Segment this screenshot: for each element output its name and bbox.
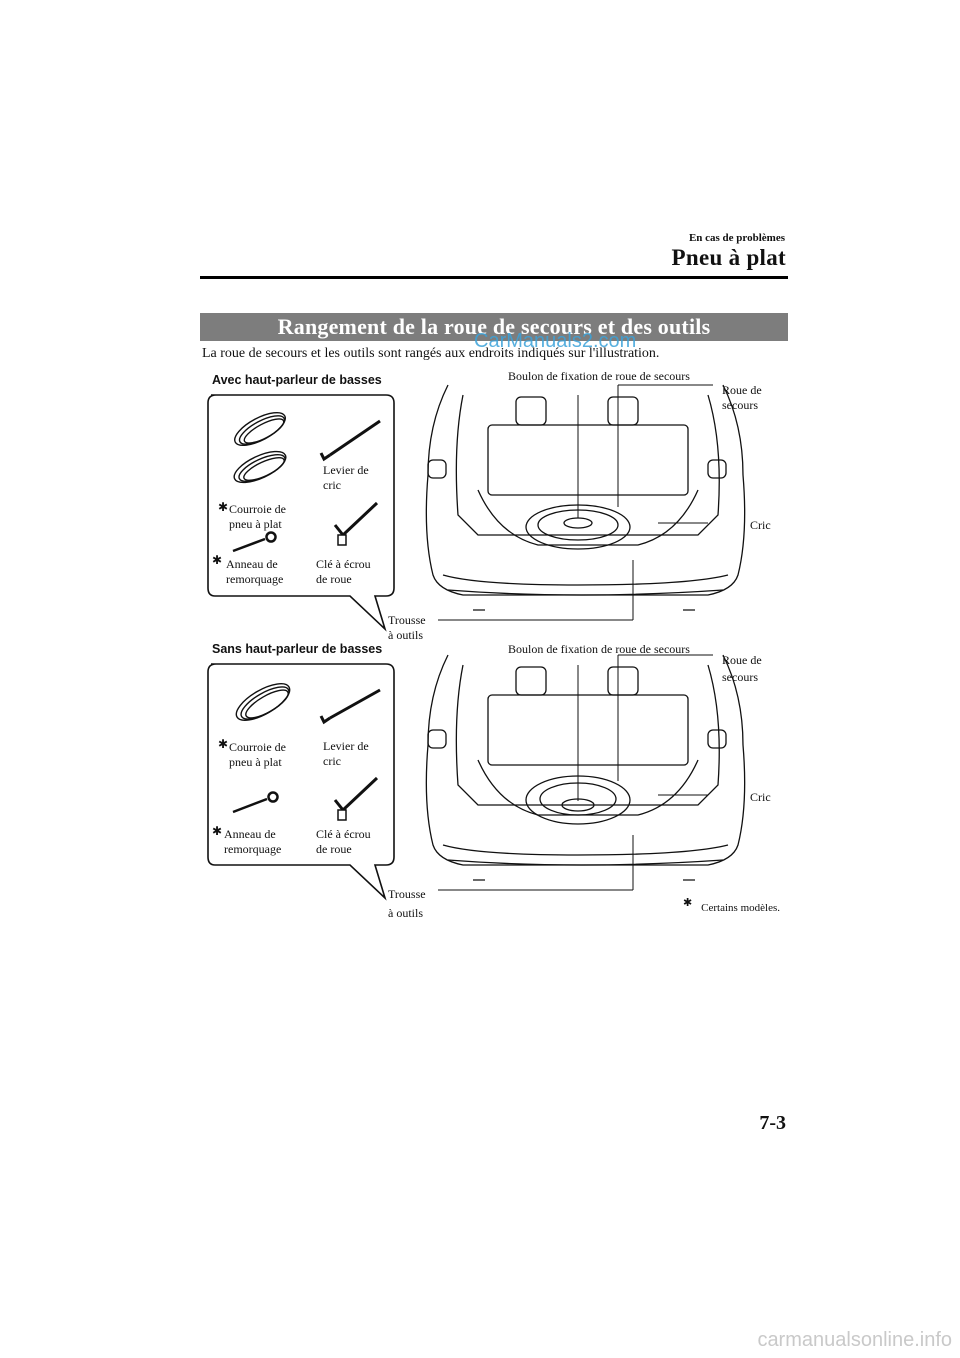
- section-title: Pneu à plat: [671, 245, 786, 270]
- label-jack-lever-1: Levier de cric: [323, 463, 369, 492]
- page-number: 7-3: [759, 1112, 786, 1134]
- label-spare-1: Roue de secours: [722, 383, 762, 412]
- label-strap-2: Courroie de pneu à plat: [229, 740, 286, 769]
- label-spare-2: Roue de secours: [722, 653, 762, 684]
- label-tow-eye-1: Anneau de remorquage: [226, 557, 284, 586]
- footnote-star-icon: ✱: [218, 500, 229, 514]
- label-jack-1: Cric: [750, 518, 771, 532]
- label-bolt-2: Boulon de fixation de roue de secours: [508, 642, 690, 656]
- tools-callout-1: [207, 394, 395, 632]
- watermark: CarManuals2.com: [474, 330, 637, 352]
- label-lug-wrench-1: Clé à écrou de roue: [316, 557, 371, 586]
- footnote: Certains modèles.: [701, 902, 780, 914]
- label-toolkit-1: Trousse à outils: [388, 613, 426, 642]
- figure-heading-with-subwoofer: Avec haut-parleur de basses: [212, 373, 382, 387]
- vehicle-rear-illustration-2: [425, 654, 746, 891]
- footnote-star-icon: ✱: [212, 553, 223, 567]
- label-toolkit-2: Trousse à outils: [388, 887, 426, 920]
- footnote-star-icon: ✱: [218, 737, 229, 751]
- vehicle-rear-illustration-1: [425, 384, 746, 621]
- chapter-title: En cas de problèmes: [688, 232, 785, 244]
- footnote-star-icon: ✱: [212, 824, 223, 838]
- footnote-star-icon: ✱: [683, 897, 693, 909]
- label-strap-1: Courroie de pneu à plat: [229, 502, 286, 531]
- section-banner: Rangement de la roue de secours et des o…: [200, 313, 788, 341]
- label-tow-eye-2: Anneau de remorquage: [224, 827, 282, 856]
- intro-text: La roue de secours et les outils sont ra…: [202, 346, 660, 361]
- label-bolt-1: Boulon de fixation de roue de secours: [508, 369, 690, 383]
- label-lug-wrench-2: Clé à écrou de roue: [316, 827, 371, 856]
- figure-heading-without-subwoofer: Sans haut-parleur de basses: [212, 642, 383, 656]
- label-jack-2: Cric: [750, 790, 771, 804]
- label-jack-lever-2: Levier de cric: [323, 739, 369, 768]
- header-rule: [200, 276, 788, 279]
- footer-watermark: carmanualsonline.info: [757, 1329, 952, 1351]
- tools-callout-2: [207, 663, 395, 901]
